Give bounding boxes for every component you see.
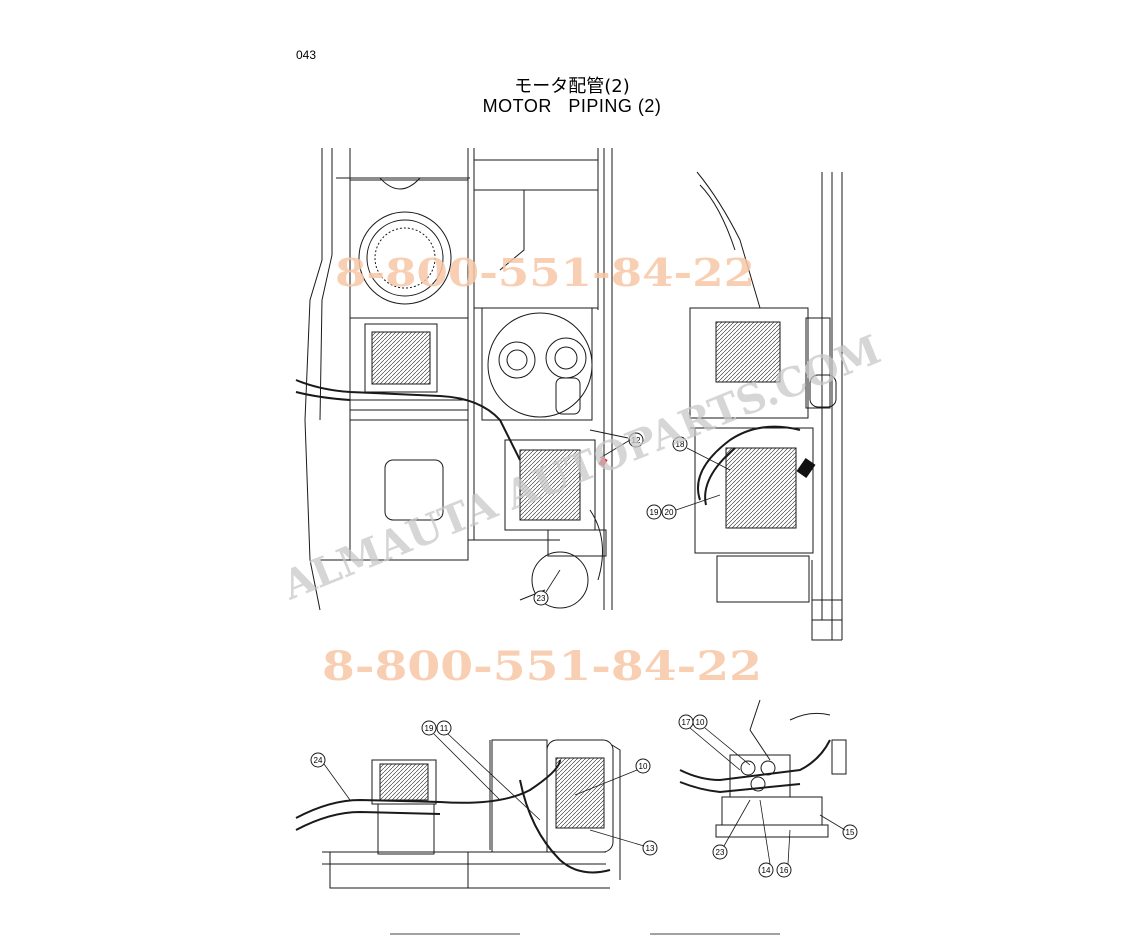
- callout-19-bottom: 19: [425, 724, 434, 733]
- callout-17: 17: [682, 718, 691, 727]
- view-bottom-left: [295, 739, 621, 889]
- view-bottom-right: [679, 699, 847, 838]
- callout-11: 11: [440, 724, 449, 733]
- callout-10-bottom-right: 10: [696, 718, 705, 727]
- black-marker: [796, 458, 816, 478]
- callout-14: 14: [762, 866, 771, 875]
- page-title-jp: モータ配管(2): [514, 76, 630, 97]
- page-title-en: MOTOR PIPING (2): [482, 96, 662, 116]
- callout-10-bottom-left: 10: [639, 762, 648, 771]
- view-top-left: [295, 148, 629, 611]
- red-marker: [598, 457, 608, 467]
- callout-13: 13: [646, 844, 655, 853]
- callout-23-bottom: 23: [716, 848, 725, 857]
- callout-19-top: 19: [650, 508, 659, 517]
- callout-12: 12: [632, 436, 641, 445]
- callout-20: 20: [665, 508, 674, 517]
- callout-15: 15: [846, 828, 855, 837]
- phone-watermark-top: 8-800-551-84-22: [335, 250, 755, 295]
- callout-24: 24: [314, 756, 323, 765]
- callout-16: 16: [780, 866, 789, 875]
- callout-18: 18: [676, 440, 685, 449]
- view-top-right: [689, 171, 843, 641]
- phone-watermark-bottom: 8-800-551-84-22: [322, 643, 762, 690]
- callout-23-top: 23: [537, 594, 546, 603]
- page-number: 043: [296, 48, 317, 62]
